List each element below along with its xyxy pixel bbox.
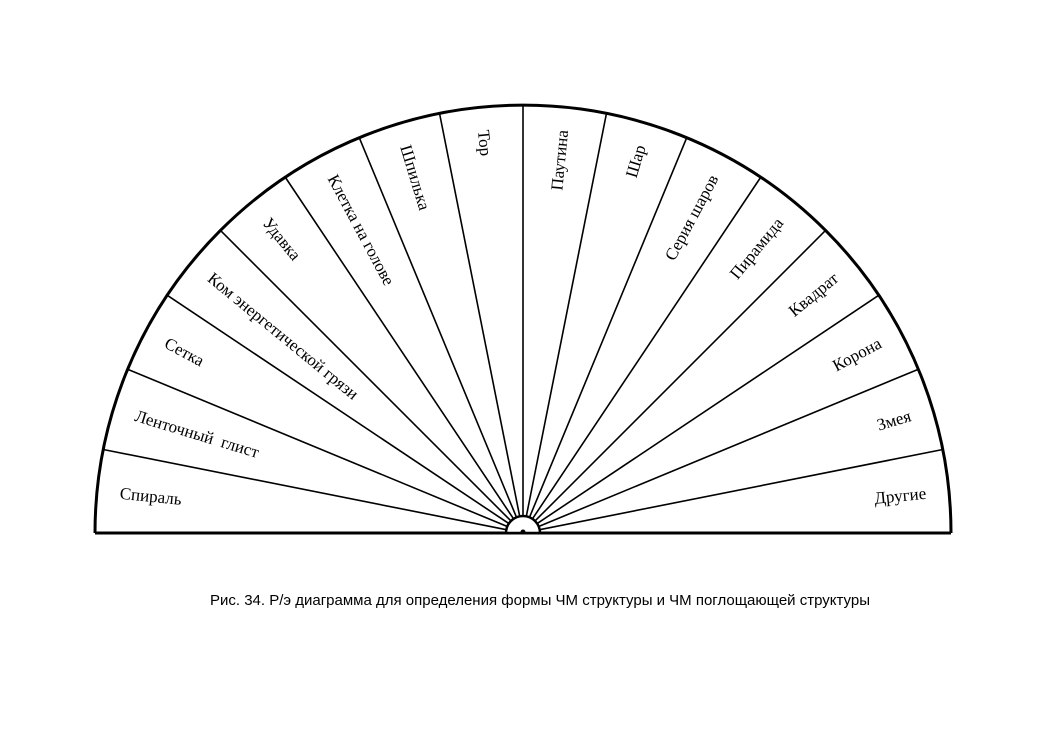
sector-label: Змея — [875, 406, 914, 434]
sector-divider — [166, 294, 510, 525]
sector-divider — [534, 229, 827, 522]
sector-label: Пирамида — [726, 214, 788, 283]
sector-divider — [127, 368, 508, 528]
sector-divider — [538, 368, 919, 528]
sector-divider — [219, 229, 512, 522]
sector-divider — [531, 176, 762, 520]
sector-label: Корона — [829, 333, 885, 375]
sector-label: Клетка на голове — [324, 171, 399, 288]
figure-caption: Рис. 34. Р/э диаграмма для определения ф… — [210, 592, 870, 609]
sector-label: Сетка — [161, 334, 207, 371]
sector-label: Другие — [873, 484, 927, 508]
sector-divider — [525, 113, 608, 517]
sector-label: Удавка — [259, 214, 305, 265]
sector-label: Ленточный глист — [133, 406, 262, 462]
outer-arc — [93, 103, 953, 534]
sector-divider — [536, 294, 880, 525]
sector-label: Тор — [474, 129, 495, 157]
sector-divider — [284, 176, 515, 520]
center-pivot-dot — [520, 529, 526, 535]
sector-divider — [539, 448, 943, 531]
sector-divider — [103, 448, 507, 531]
sector-divider — [528, 137, 688, 518]
sector-label: Шар — [622, 143, 650, 180]
sector-label: Шпилька — [396, 143, 434, 213]
sector-label: Квадрат — [785, 268, 843, 320]
sector-label: Паутина — [547, 129, 572, 192]
sector-divider — [358, 137, 518, 518]
sector-divider — [438, 113, 521, 517]
sector-label: Спираль — [119, 484, 183, 509]
center-hub — [504, 514, 542, 535]
